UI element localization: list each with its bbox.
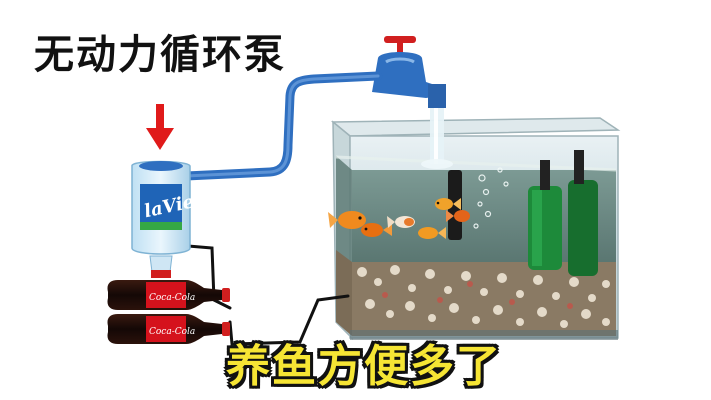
fish	[418, 227, 446, 239]
fish	[361, 223, 392, 237]
fish-group	[328, 198, 470, 239]
water-jug: laVie	[131, 160, 196, 278]
soda-bottle: Coca-Cola	[107, 314, 230, 344]
page-title: 无动力循环泵	[34, 32, 286, 78]
soda-bottle: Coca-Cola	[107, 280, 230, 310]
fish	[387, 216, 415, 228]
bubbles	[473, 167, 509, 229]
faucet-icon	[372, 36, 446, 108]
fish	[435, 198, 461, 210]
water-stream	[421, 108, 453, 169]
soda-brand-label: Coca-Cola	[149, 327, 195, 337]
fish	[328, 211, 366, 229]
fish	[446, 210, 470, 222]
caption-text: 养鱼方便多了	[226, 341, 502, 392]
down-arrow-icon	[146, 104, 174, 150]
aquarium-filter	[448, 150, 598, 276]
soda-brand-label: Coca-Cola	[149, 293, 195, 303]
black-tubing	[186, 244, 350, 346]
